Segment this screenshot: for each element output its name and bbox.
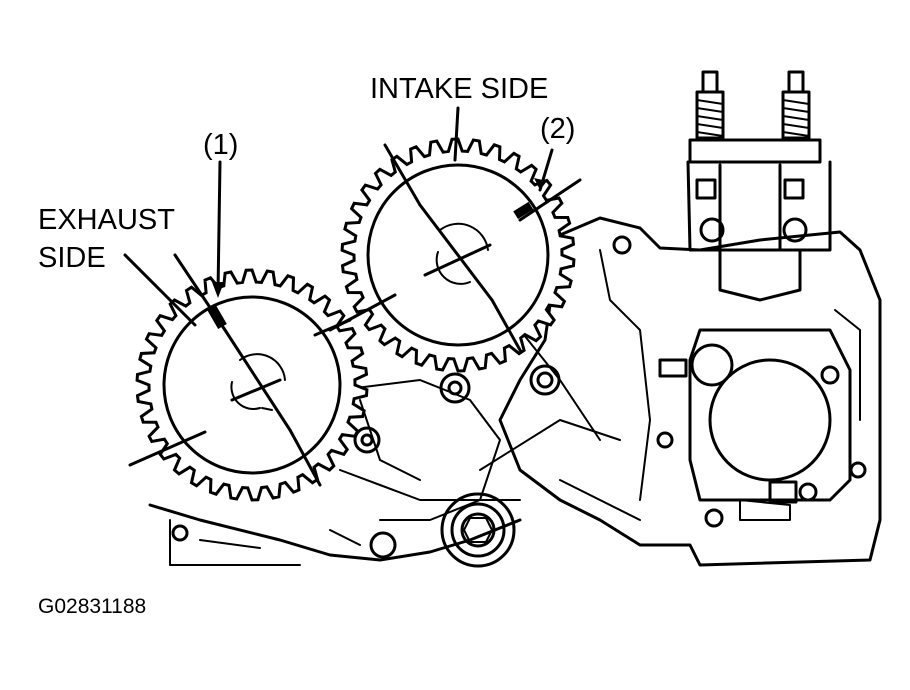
- intake-camshaft-sprocket: [328, 137, 582, 373]
- intake-side-label: INTAKE SIDE: [370, 73, 548, 105]
- exhaust-camshaft-sprocket: [128, 253, 369, 502]
- marker-2-label: (2): [540, 113, 575, 145]
- intake-side-label-group: INTAKE SIDE: [370, 73, 548, 162]
- bolt-holes: [171, 235, 867, 559]
- figure-code: G02831188: [38, 595, 146, 618]
- marker-1-group: (1): [203, 129, 238, 298]
- marker-2-group: (2): [534, 113, 575, 192]
- stud-bolt-left: [695, 70, 725, 140]
- stud-bolt-right: [781, 70, 811, 140]
- exhaust-timing-mark: [207, 304, 227, 330]
- oil-pump-housing: [658, 328, 852, 504]
- engine-block: [148, 216, 882, 567]
- intake-timing-mark: [513, 201, 534, 220]
- exhaust-side-label-line1: EXHAUST: [38, 204, 175, 236]
- idler-bolt: [440, 492, 516, 568]
- exhaust-side-label-line2: SIDE: [38, 242, 106, 274]
- bearing-cap: [686, 138, 832, 302]
- exhaust-side-label-group: EXHAUST SIDE: [38, 204, 197, 327]
- marker-1-label: (1): [203, 129, 238, 161]
